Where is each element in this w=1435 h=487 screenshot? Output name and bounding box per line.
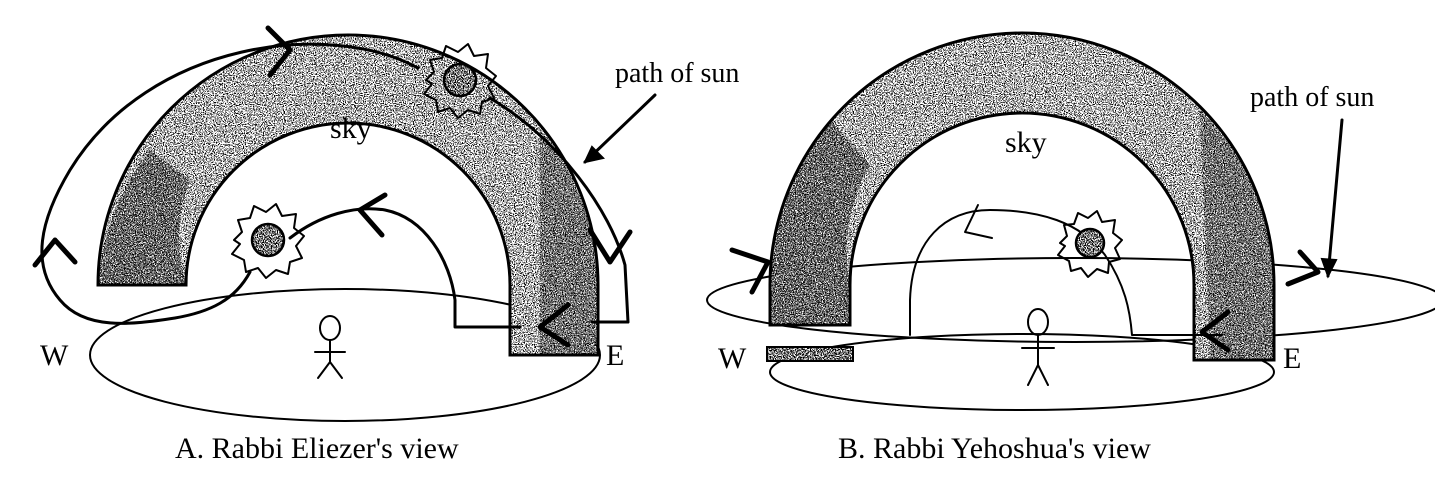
panel-b-arrow-east [1199, 309, 1231, 353]
panel-a-ground-ellipse [89, 288, 601, 422]
panel-a-inner-sun-path [288, 207, 522, 329]
panel-a-caption: A. Rabbi Eliezer's view [175, 432, 459, 465]
panel-b: sky path of sun W E B. Rabbi Yehoshua's … [706, 31, 1435, 465]
panel-b-west-label: W [718, 342, 747, 375]
panel-a-outer-sun-path-east [488, 96, 630, 324]
panel-a-person-icon [314, 315, 346, 379]
panel-b-arrow-right [1285, 249, 1321, 287]
panel-a-sun-inner-icon [231, 203, 305, 279]
panel-a-sky-dome [96, 33, 600, 357]
panel-a-arrow-left [32, 237, 78, 268]
panel-a-path-pointer [583, 93, 657, 164]
panel-b-arrow-left [729, 247, 771, 295]
panel-b-inner-sun-path [909, 209, 1223, 336]
panel-a-arrow-inner [357, 192, 388, 238]
panel-b-sun-icon [1057, 210, 1123, 278]
panel-a-path-label: path of sun [615, 58, 739, 89]
panel-a-west-label: W [40, 339, 69, 372]
panel-b-caption: B. Rabbi Yehoshua's view [838, 432, 1151, 465]
panel-b-sky-dome [768, 31, 1276, 362]
panel-b-path-pointer [1320, 118, 1344, 279]
panel-a: sky path of sun W E A. Rabbi Eliezer's v… [32, 25, 739, 465]
panel-a-sun-top-icon [423, 43, 497, 119]
panel-b-ground-ellipse [769, 333, 1275, 411]
panel-b-person-icon [1021, 308, 1055, 386]
panel-a-east-label: E [606, 339, 624, 372]
panel-b-east-label: E [1283, 342, 1301, 375]
panel-a-arrow-east [537, 302, 571, 348]
panel-b-arrow-inner [964, 204, 993, 239]
panel-b-path-label: path of sun [1250, 82, 1374, 113]
panel-a-arrow-right [587, 227, 633, 265]
panel-b-sky-label: sky [1005, 126, 1047, 159]
panel-a-arrow-top [265, 25, 293, 78]
panel-a-sky-label: sky [330, 112, 372, 145]
panel-b-sun-orbit-ellipse [706, 257, 1435, 343]
